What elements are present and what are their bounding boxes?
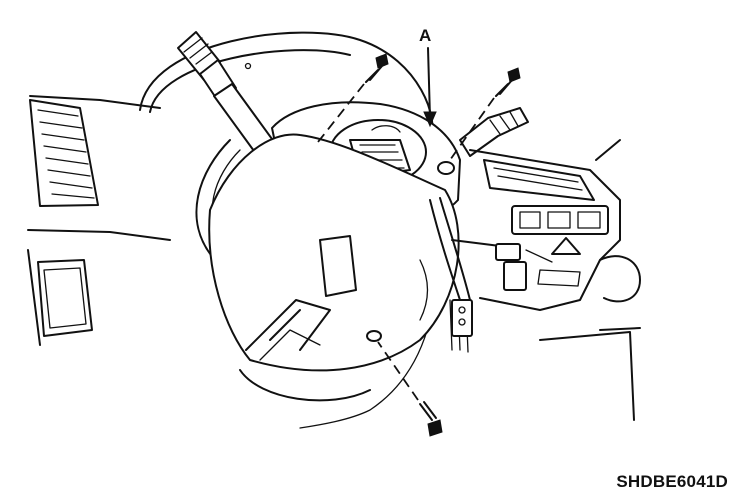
alignment-line-top-right <box>449 97 495 161</box>
callout-arrow-a <box>423 47 437 128</box>
callout-label-a: A <box>419 26 432 45</box>
wiring-harness <box>429 197 553 353</box>
screw-top-left <box>365 53 389 83</box>
right-stalk <box>459 107 529 157</box>
center-console <box>469 139 641 311</box>
lower-column-cover <box>208 133 460 372</box>
screw-top-right <box>495 67 521 97</box>
figure-code: SHDBE6041D <box>616 472 728 491</box>
steering-wheel <box>139 31 434 429</box>
left-air-vent <box>27 95 171 241</box>
alignment-line-bottom <box>377 341 419 401</box>
screw-bottom <box>419 401 443 437</box>
alignment-line-top-left <box>317 83 365 143</box>
lower-left-panel <box>27 249 93 346</box>
right-lower-panel <box>539 327 641 421</box>
